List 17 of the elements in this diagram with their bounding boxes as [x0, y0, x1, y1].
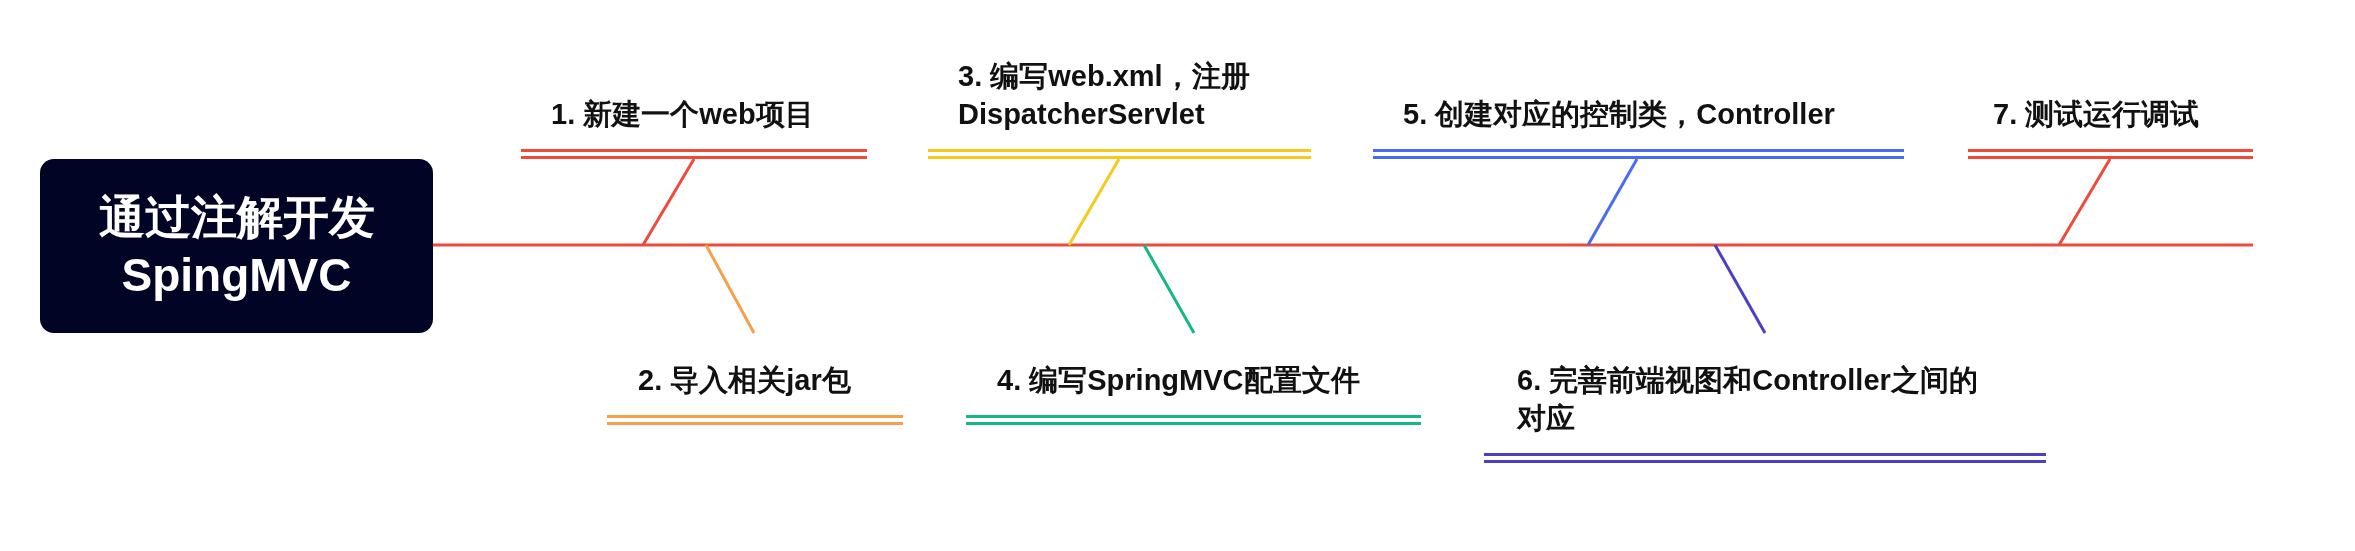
branch-line — [1713, 244, 1767, 334]
branch-line — [433, 243, 2253, 247]
step-text: 7. 测试运行调试 — [1993, 97, 2201, 132]
step-text: 5. 创建对应的控制类，Controller — [1403, 97, 1836, 132]
root-title: 通过注解开发SpingMVC — [97, 190, 376, 303]
step-text: 1. 新建一个web项目 — [551, 97, 815, 132]
step-text: 3. 编写web.xml，注册DispatcherServlet — [958, 59, 1251, 132]
step-text: 4. 编写SpringMVC配置文件 — [997, 363, 1361, 398]
branch-line — [1586, 158, 1639, 246]
step-text: 2. 导入相关jar包 — [638, 363, 852, 398]
branch-line — [2057, 158, 2112, 246]
branch-line — [1067, 158, 1121, 246]
step-text: 6. 完善前端视图和Controller之间的对应 — [1517, 363, 1979, 436]
branch-line — [1142, 244, 1196, 334]
branch-line — [704, 244, 756, 334]
branch-line — [641, 158, 696, 246]
root-topic-box — [40, 159, 433, 333]
